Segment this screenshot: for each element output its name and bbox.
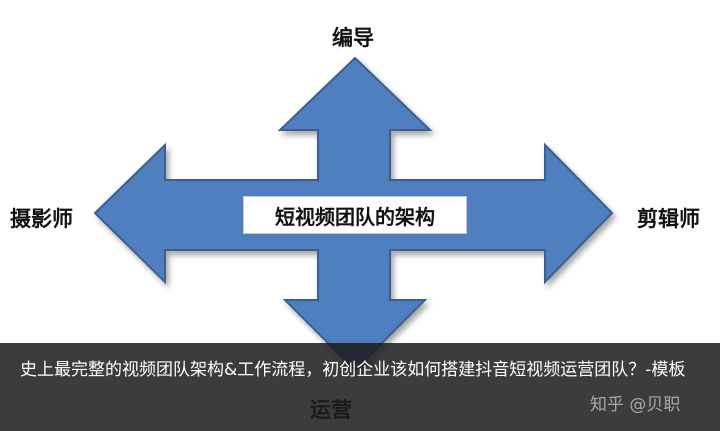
caption-overlay: 史上最完整的视频团队架构&工作流程，初创企业该如何搭建抖音短视频运营团队？-模板 — [0, 343, 720, 431]
center-label-box: 短视频团队的架构 — [243, 196, 467, 234]
center-label: 短视频团队的架构 — [275, 204, 435, 229]
role-label-director: 编导 — [332, 26, 374, 50]
zhihu-watermark: 知乎 @贝职 — [590, 395, 681, 415]
caption-title: 史上最完整的视频团队架构&工作流程，初创企业该如何搭建抖音短视频运营团队？-模板 — [20, 360, 686, 380]
role-label-editor: 剪辑师 — [637, 207, 700, 231]
role-label-photographer: 摄影师 — [10, 207, 73, 231]
